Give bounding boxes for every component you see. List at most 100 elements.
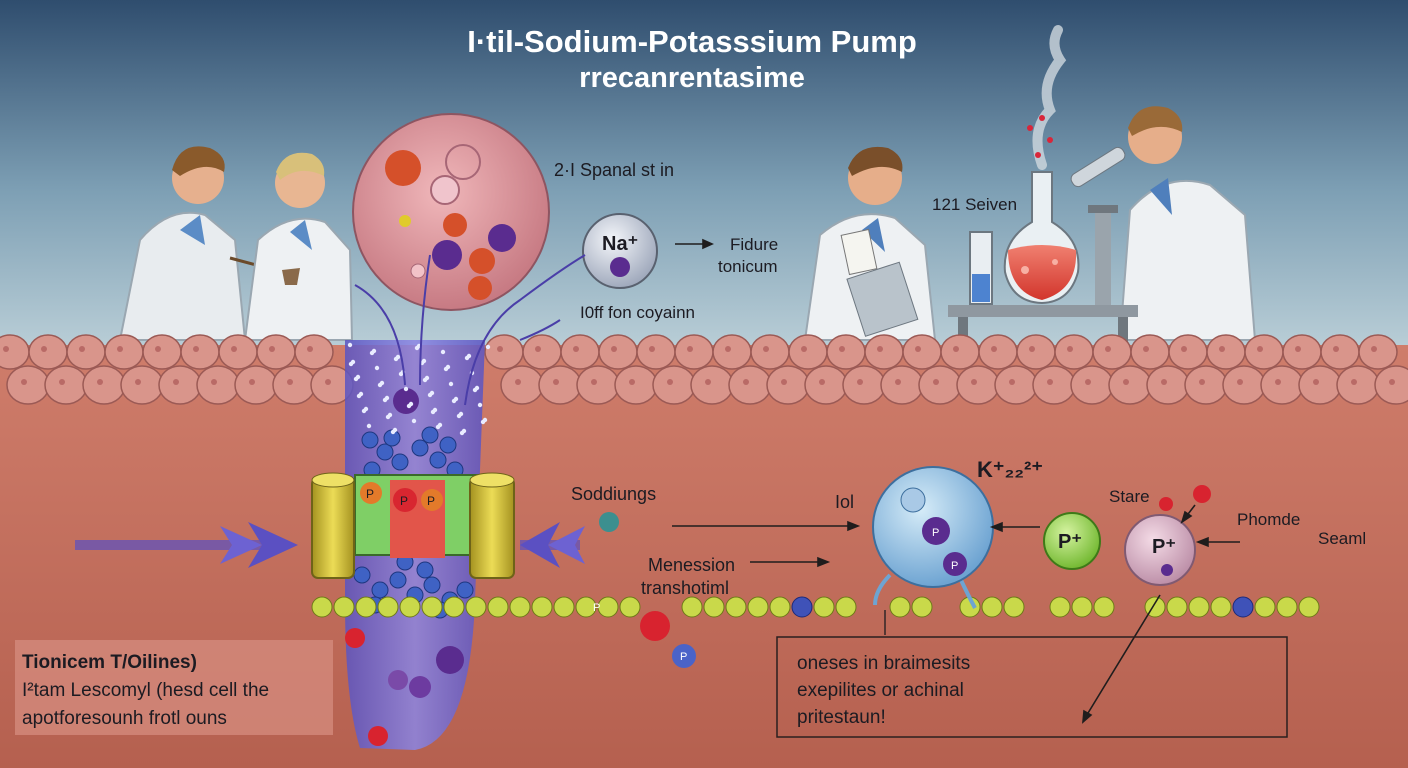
- lipid-bead: [791, 596, 813, 618]
- membrane-cell: [1168, 334, 1208, 370]
- lipid-bead: [487, 596, 509, 618]
- membrane-cell-spot: [1257, 346, 1263, 352]
- membrane-cell: [158, 365, 202, 405]
- diagram-title-line-1: I·til-Sodium-Potasssium Pump: [467, 24, 917, 59]
- label-na: Na⁺: [602, 233, 638, 255]
- membrane-cell-spot: [211, 379, 217, 385]
- bubble-dot: [456, 413, 462, 419]
- bubble-dot: [485, 344, 491, 350]
- caption-right-line-3: pritestaun!: [797, 707, 886, 728]
- membrane-cell-spot: [97, 379, 103, 385]
- bubble-dot: [361, 408, 367, 414]
- scientist-right-2: [1070, 106, 1257, 341]
- label-seaml: Seaml: [1318, 529, 1366, 548]
- membrane-cell-spot: [135, 379, 141, 385]
- membrane-cell: [1244, 334, 1284, 370]
- bubble-dot: [459, 430, 465, 436]
- pump-p-3: P: [427, 494, 435, 508]
- caption-left-line-1: I²tam Lescomyl (hesd cell the: [22, 680, 269, 701]
- sodium-particle: [439, 436, 457, 454]
- lipid-bead: [333, 596, 355, 618]
- membrane-cell: [44, 365, 88, 405]
- bubble-dot: [347, 342, 353, 348]
- sodium-particle: [376, 443, 394, 461]
- lipid-bead: [725, 596, 747, 618]
- membrane-cell: [918, 365, 962, 405]
- label-transhotiml: transhotiml: [641, 578, 729, 598]
- membrane-cell: [652, 365, 696, 405]
- caption-right-line-2: exepilites or achinal: [797, 680, 964, 701]
- membrane-cell: [598, 334, 638, 370]
- membrane-cell-spot: [249, 379, 255, 385]
- membrane-cell-spot: [497, 346, 503, 352]
- membrane-cell-spot: [611, 346, 617, 352]
- membrane-cell: [218, 334, 258, 370]
- lipid-bead: [421, 596, 443, 618]
- bubble-dot: [477, 402, 483, 408]
- membrane-cell-spot: [1067, 346, 1073, 352]
- bubble-dot: [451, 398, 457, 404]
- bubble-dot: [374, 365, 380, 371]
- membrane-cell-spot: [1371, 346, 1377, 352]
- lipid-bead: [465, 596, 487, 618]
- bubble-dot: [366, 423, 372, 429]
- pump-p-1: P: [366, 487, 374, 501]
- membrane-cell: [1070, 365, 1114, 405]
- membrane-cell: [0, 334, 30, 370]
- membrane-cell-spot: [933, 379, 939, 385]
- chain-p: P: [593, 602, 600, 614]
- bubble-dot: [403, 386, 409, 392]
- lipid-bead: [1049, 596, 1071, 618]
- green-phosphate-bubble: [1043, 512, 1101, 570]
- caption-left-line-2: apotforesounh frotl ouns: [22, 708, 227, 729]
- lipid-bead: [981, 596, 1003, 618]
- lipid-bead: [509, 596, 531, 618]
- membrane-cell: [1320, 334, 1360, 370]
- lipid-bead: [1188, 596, 1210, 618]
- phosphate-red-1: [640, 611, 670, 641]
- membrane-cell: [560, 334, 600, 370]
- membrane-cell-spot: [801, 346, 807, 352]
- free-p: P: [680, 651, 687, 663]
- membrane-cell: [940, 334, 980, 370]
- pump-p-2: P: [400, 494, 408, 508]
- membrane-cell-spot: [839, 346, 845, 352]
- purple-ion-1: [436, 646, 464, 674]
- membrane-cell: [994, 365, 1038, 405]
- lipid-bead: [681, 596, 703, 618]
- membrane-cell: [6, 365, 50, 405]
- membrane-cell: [1206, 334, 1246, 370]
- blob-p-1: P: [932, 527, 939, 539]
- caption-right-box: [776, 636, 1288, 738]
- membrane-cell: [1054, 334, 1094, 370]
- membrane-cell: [538, 365, 582, 405]
- caption-right-line-1: oneses in braimesits: [797, 653, 970, 674]
- membrane-cell-spot: [1123, 379, 1129, 385]
- sodium-particle: [423, 576, 441, 594]
- scientist-left-2: [243, 152, 354, 341]
- label-stare: Stare: [1109, 487, 1150, 506]
- sodium-particle: [429, 451, 447, 469]
- bubble-dot: [353, 376, 359, 382]
- label-phomde: Phomde: [1237, 510, 1300, 529]
- lab-bench: [948, 25, 1138, 342]
- sodium-potassium-pump[interactable]: [311, 472, 515, 579]
- membrane-cell-spot: [3, 346, 9, 352]
- lipid-bead: [835, 596, 857, 618]
- lipid-bead: [1210, 596, 1232, 618]
- lipid-bead: [1093, 596, 1115, 618]
- membrane-cell-spot: [79, 346, 85, 352]
- membrane-cell: [956, 365, 1000, 405]
- membrane-cell-spot: [1389, 379, 1395, 385]
- caption-left-box: [15, 640, 333, 735]
- membrane-cell-spot: [307, 346, 313, 352]
- membrane-cell: [1222, 365, 1266, 405]
- lipid-bead: [377, 596, 399, 618]
- membrane-cell-spot: [1085, 379, 1091, 385]
- membrane-cell: [766, 365, 810, 405]
- lipid-bead: [1254, 596, 1276, 618]
- membrane-cell: [1260, 365, 1304, 405]
- membrane-cell: [880, 365, 924, 405]
- lipid-bead: [355, 596, 377, 618]
- membrane-cell: [142, 334, 182, 370]
